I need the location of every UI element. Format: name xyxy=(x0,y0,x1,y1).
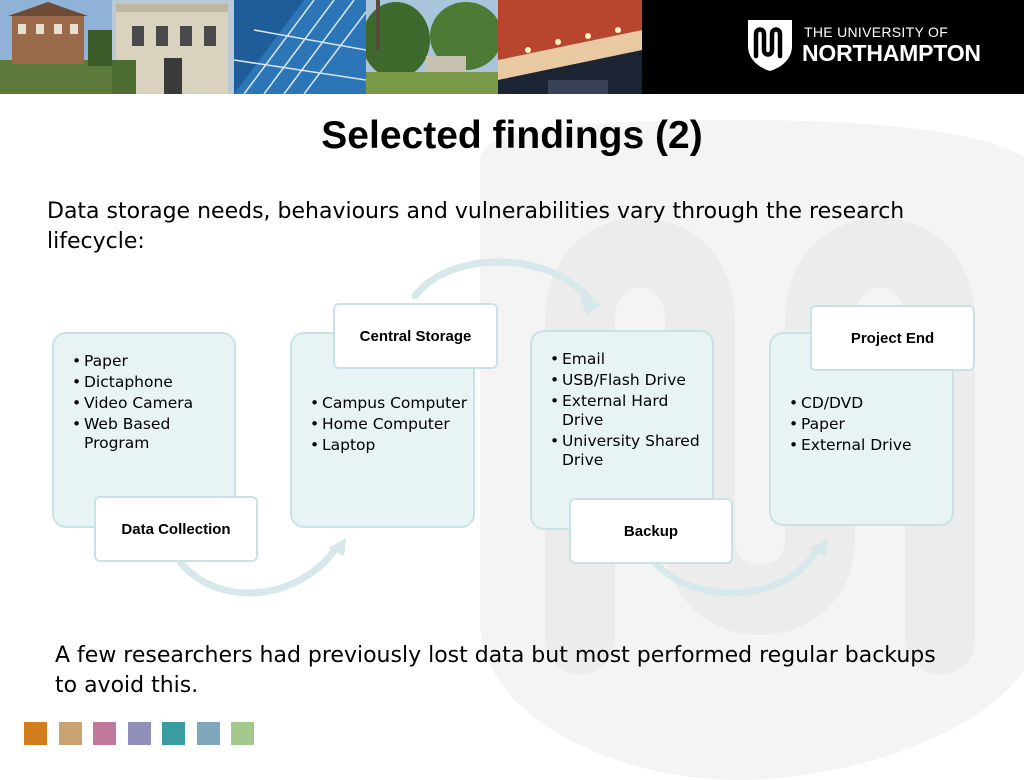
stage-list-central-storage: Campus Computer Home Computer Laptop xyxy=(310,394,470,457)
list-item: Dictaphone xyxy=(72,373,230,392)
list-item: USB/Flash Drive xyxy=(550,371,710,390)
list-item: University Shared Drive xyxy=(550,432,710,470)
campus-photo-4 xyxy=(366,0,498,94)
closing-text: A few researchers had previously lost da… xyxy=(55,643,936,698)
university-name-line1: THE UNIVERSITY OF xyxy=(804,24,949,40)
slide-title: Selected findings (2) xyxy=(321,114,703,157)
university-name-line2: NORTHAMPTON xyxy=(802,40,981,66)
list-item: Paper xyxy=(72,352,230,371)
stage-panel-data-collection: Paper Dictaphone Video Camera Web Based … xyxy=(52,332,236,528)
footer-color-swatches xyxy=(24,722,266,746)
stage-label-central-storage: Central Storage xyxy=(333,303,498,369)
list-item: External Drive xyxy=(789,436,949,455)
stage-label-project-end: Project End xyxy=(810,305,975,371)
university-crest-icon xyxy=(748,20,792,71)
stage-list-data-collection: Paper Dictaphone Video Camera Web Based … xyxy=(72,352,230,455)
color-swatch xyxy=(196,722,220,745)
campus-photo-3 xyxy=(234,0,366,94)
list-item: Email xyxy=(550,350,710,369)
color-swatch xyxy=(127,722,151,745)
list-item: Home Computer xyxy=(310,415,470,434)
stage-panel-backup: Email USB/Flash Drive External Hard Driv… xyxy=(530,330,714,530)
list-item: Campus Computer xyxy=(310,394,470,413)
campus-photo-5 xyxy=(498,0,642,94)
list-item: Web Based Program xyxy=(72,415,230,453)
header-banner: THE UNIVERSITY OF NORTHAMPTON xyxy=(0,0,1024,94)
intro-text: Data storage needs, behaviours and vulne… xyxy=(47,199,905,254)
color-swatch xyxy=(24,722,47,745)
arrow-storage-to-backup xyxy=(411,258,594,304)
stage-label-data-collection: Data Collection xyxy=(94,496,258,562)
stage-list-project-end: CD/DVD Paper External Drive xyxy=(789,394,949,457)
list-item: Video Camera xyxy=(72,394,230,413)
color-swatch xyxy=(93,722,116,745)
stage-label-backup: Backup xyxy=(569,498,733,564)
list-item: Laptop xyxy=(310,436,470,455)
list-item: CD/DVD xyxy=(789,394,949,413)
stage-list-backup: Email USB/Flash Drive External Hard Driv… xyxy=(550,350,710,472)
campus-photo-1 xyxy=(0,0,112,94)
list-item: Paper xyxy=(789,415,949,434)
list-item: External Hard Drive xyxy=(550,392,710,430)
color-swatch xyxy=(162,722,185,745)
color-swatch xyxy=(58,722,82,745)
campus-photo-2 xyxy=(112,0,234,94)
color-swatch xyxy=(231,722,254,745)
university-logo: THE UNIVERSITY OF NORTHAMPTON xyxy=(744,16,1004,76)
